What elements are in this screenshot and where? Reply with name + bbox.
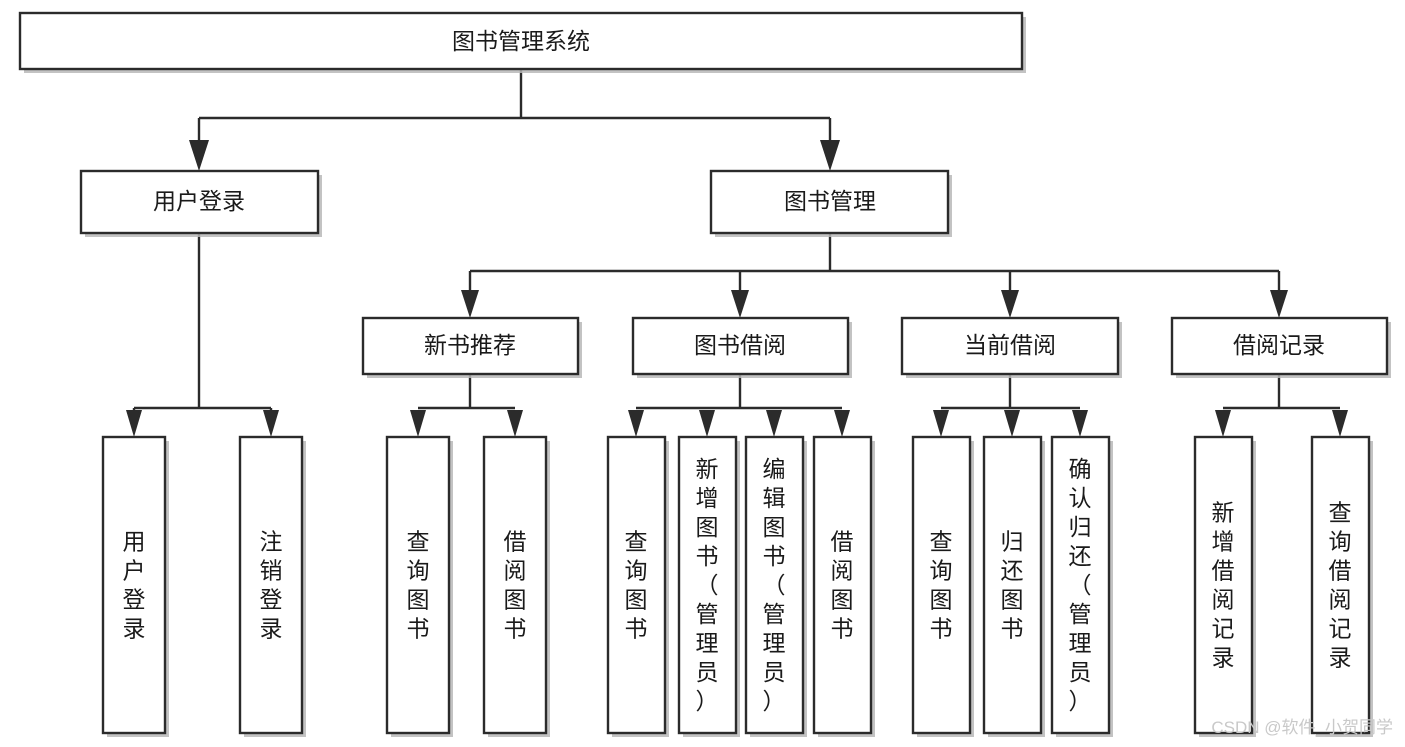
arrowhead-leaf-confirm-return-admin xyxy=(1072,410,1088,437)
arrowhead-leaf-query-book-recommend xyxy=(410,410,426,437)
leaf-borrow-book-recommend-label: 借阅图书 xyxy=(504,529,527,642)
leaf-logout-login-label: 注销登录 xyxy=(260,529,283,642)
node-current-borrow-box[interactable] xyxy=(900,316,1120,376)
arrowhead-leaf-return-book xyxy=(1004,410,1020,437)
node-user-login[interactable]: 用户登录 xyxy=(79,169,322,237)
arrowhead-current-borrow xyxy=(1001,290,1019,318)
leaf-edit-book-admin[interactable]: 编辑图书（管理员） xyxy=(744,435,807,737)
node-book-manage-box[interactable] xyxy=(709,169,950,235)
arrowhead-leaf-user-login xyxy=(126,410,142,437)
leaf-add-borrow-record[interactable]: 新增借阅记录 xyxy=(1193,435,1256,737)
leaf-query-book-current-label: 查询图书 xyxy=(930,529,953,642)
leaf-query-book-borrow-box[interactable] xyxy=(606,435,667,735)
node-book-manage-label: 图书管理 xyxy=(784,188,876,214)
leaf-add-book-admin-box[interactable] xyxy=(677,435,738,735)
leaf-confirm-return-admin[interactable]: 确认归还（管理员） xyxy=(1050,435,1113,737)
leaf-borrow-book-label: 借阅图书 xyxy=(831,529,854,642)
arrowhead-leaf-add-borrow-record xyxy=(1215,410,1231,437)
node-root-box[interactable] xyxy=(18,11,1024,71)
leaf-confirm-return-admin-box[interactable] xyxy=(1050,435,1111,735)
node-book-borrow-box[interactable] xyxy=(631,316,850,376)
leaf-logout-login[interactable]: 注销登录 xyxy=(238,435,306,737)
leaf-return-book[interactable]: 归还图书 xyxy=(982,435,1045,737)
leaf-query-book-recommend-label: 查询图书 xyxy=(407,529,430,642)
arrowhead-book-borrow xyxy=(731,290,749,318)
arrowhead-leaf-query-book-borrow xyxy=(628,410,644,437)
leaf-user-login[interactable]: 用户登录 xyxy=(101,435,169,737)
leaf-borrow-book-recommend-box[interactable] xyxy=(482,435,548,735)
arrowhead-leaf-query-borrow-record xyxy=(1332,410,1348,437)
node-book-borrow-label: 图书借阅 xyxy=(694,332,786,358)
node-current-borrow[interactable]: 当前借阅 xyxy=(900,316,1122,378)
leaf-query-borrow-record-box[interactable] xyxy=(1310,435,1371,735)
leaf-borrow-book-recommend[interactable]: 借阅图书 xyxy=(482,435,550,737)
leaf-query-book-recommend[interactable]: 查询图书 xyxy=(385,435,453,737)
leaf-edit-book-admin-label: 编辑图书（管理员） xyxy=(763,456,786,714)
node-new-book-recommend-label: 新书推荐 xyxy=(424,332,516,358)
leaf-query-book-current-box[interactable] xyxy=(911,435,972,735)
arrowhead-borrow-record xyxy=(1270,290,1288,318)
arrowhead-leaf-borrow-book xyxy=(834,410,850,437)
arrowhead-leaf-query-book-current xyxy=(933,410,949,437)
leaf-query-book-borrow-label: 查询图书 xyxy=(625,529,648,642)
node-root[interactable]: 图书管理系统 xyxy=(18,11,1026,73)
node-book-manage[interactable]: 图书管理 xyxy=(709,169,952,237)
leaf-user-login-box[interactable] xyxy=(101,435,167,735)
node-borrow-record-label: 借阅记录 xyxy=(1233,332,1325,358)
arrowhead-book-manage xyxy=(820,140,840,171)
node-user-login-label: 用户登录 xyxy=(153,188,245,214)
node-current-borrow-label: 当前借阅 xyxy=(964,332,1056,358)
leaf-query-borrow-record[interactable]: 查询借阅记录 xyxy=(1310,435,1373,737)
leaf-user-login-label: 用户登录 xyxy=(123,529,146,642)
node-borrow-record[interactable]: 借阅记录 xyxy=(1170,316,1391,378)
leaf-query-book-borrow[interactable]: 查询图书 xyxy=(606,435,669,737)
node-new-book-recommend[interactable]: 新书推荐 xyxy=(361,316,582,378)
arrowhead-new-book-recommend xyxy=(461,290,479,318)
leaf-confirm-return-admin-label: 确认归还（管理员） xyxy=(1069,456,1092,714)
arrowhead-leaf-logout-login xyxy=(263,410,279,437)
node-borrow-record-box[interactable] xyxy=(1170,316,1389,376)
connector-layer xyxy=(126,69,1348,437)
leaf-return-book-label: 归还图书 xyxy=(1001,529,1024,642)
leaf-query-book-recommend-box[interactable] xyxy=(385,435,451,735)
leaf-return-book-box[interactable] xyxy=(982,435,1043,735)
leaf-borrow-book[interactable]: 借阅图书 xyxy=(812,435,875,737)
node-layer: 图书管理系统 用户登录 图书管理 新书推荐 xyxy=(18,11,1391,737)
leaf-add-borrow-record-label: 新增借阅记录 xyxy=(1212,500,1235,671)
arrowhead-leaf-borrow-book-recommend xyxy=(507,410,523,437)
node-book-borrow[interactable]: 图书借阅 xyxy=(631,316,852,378)
leaf-query-borrow-record-label: 查询借阅记录 xyxy=(1329,500,1352,671)
node-new-book-recommend-box[interactable] xyxy=(361,316,580,376)
arrowhead-leaf-add-book-admin xyxy=(699,410,715,437)
watermark-label: CSDN @软件_小贺同学 xyxy=(1211,718,1393,737)
node-user-login-box[interactable] xyxy=(79,169,320,235)
leaf-add-book-admin[interactable]: 新增图书（管理员） xyxy=(677,435,740,737)
leaf-add-book-admin-label: 新增图书（管理员） xyxy=(696,456,719,714)
leaf-edit-book-admin-box[interactable] xyxy=(744,435,805,735)
arrowhead-user-login xyxy=(189,140,209,171)
arrowhead-leaf-edit-book-admin xyxy=(766,410,782,437)
leaf-logout-login-box[interactable] xyxy=(238,435,304,735)
leaf-query-book-current[interactable]: 查询图书 xyxy=(911,435,974,737)
leaf-add-borrow-record-box[interactable] xyxy=(1193,435,1254,735)
node-root-label: 图书管理系统 xyxy=(452,28,590,54)
leaf-borrow-book-box[interactable] xyxy=(812,435,873,735)
